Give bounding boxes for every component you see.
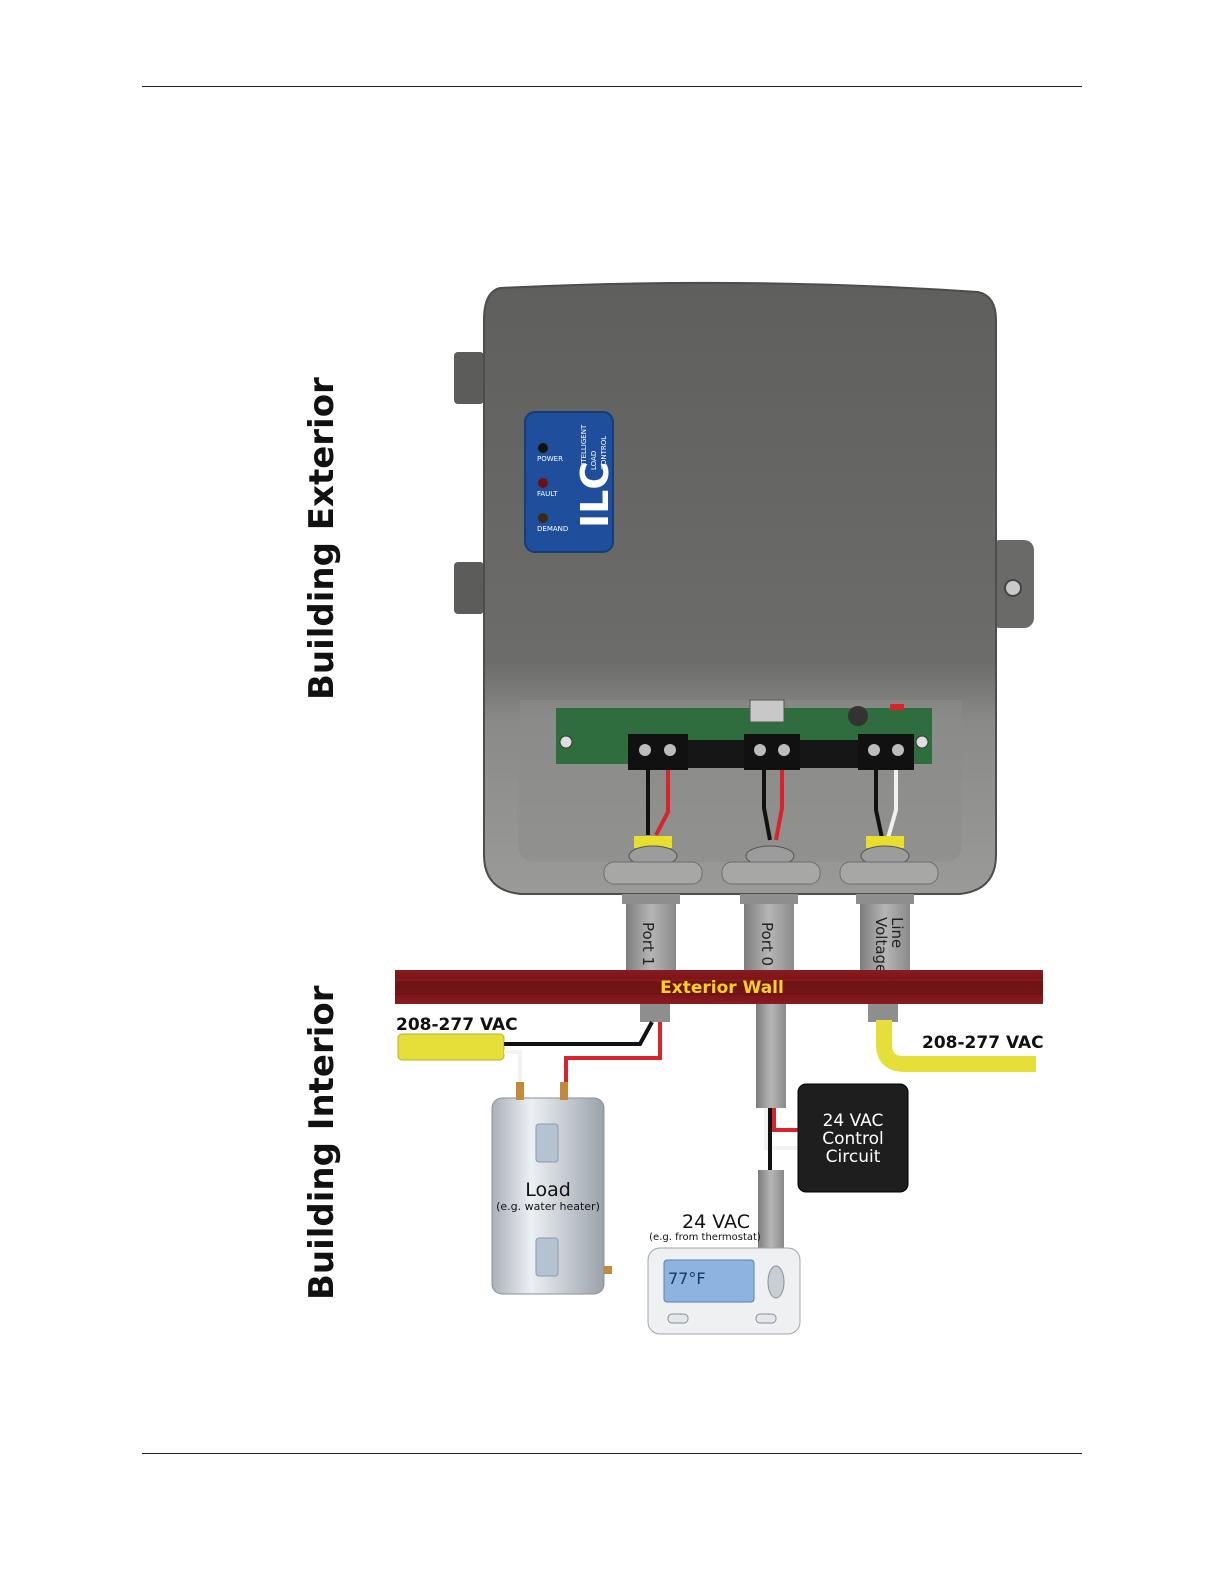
tank-drain-valve-icon — [604, 1266, 612, 1274]
board-screw-left-icon — [560, 736, 572, 748]
load-wire-black — [504, 1022, 652, 1044]
hinge-bottom — [454, 562, 484, 614]
board-connector — [750, 700, 784, 722]
terminal-block-port1 — [628, 734, 688, 770]
supply-label-right: 208-277 VAC — [922, 1033, 1044, 1053]
demand-led-icon — [538, 513, 548, 523]
thermostat-left-button[interactable] — [668, 1314, 688, 1323]
fault-led-icon — [538, 478, 548, 488]
demand-led-label: DEMAND — [537, 525, 568, 533]
port1-label: Port 1 — [639, 922, 657, 966]
power-led-label: POWER — [537, 455, 563, 463]
conduit-thermostat-drop — [758, 1170, 784, 1250]
terminal-bridge-1 — [688, 740, 744, 768]
terminal-bridge-2 — [800, 740, 858, 768]
tank-terminal-left — [516, 1082, 524, 1100]
latch-screw-icon — [1005, 580, 1021, 596]
thermostat-temp-readout: 77°F — [668, 1269, 706, 1288]
fault-led-label: FAULT — [537, 490, 558, 498]
tank-terminal-right — [560, 1082, 568, 1100]
conduit-collar-line — [856, 894, 914, 904]
control-circuit-line2: Control — [822, 1129, 883, 1149]
hinge-top — [454, 352, 484, 404]
terminal-block-line-voltage — [858, 734, 914, 770]
load-subtitle: (e.g. water heater) — [496, 1200, 600, 1213]
control-wire-red — [774, 1108, 800, 1130]
ilc-line1: INTELLIGENT — [580, 424, 588, 470]
thermostat-up-down-button[interactable] — [768, 1266, 784, 1298]
port0-label: Port 0 — [758, 922, 776, 966]
control-circuit-line3: Circuit — [826, 1147, 881, 1167]
conduit-collar-port1 — [622, 894, 680, 904]
line-voltage-label-2: Voltage — [872, 917, 890, 973]
tank-panel-bottom — [536, 1238, 558, 1276]
ilc-logo: ILC — [573, 462, 617, 528]
thermostat-right-button[interactable] — [756, 1314, 776, 1323]
conduit-stub-line — [868, 1004, 898, 1022]
board-screw-right-icon — [916, 736, 928, 748]
ilc-line3: CONTROL — [600, 436, 608, 470]
board-capacitor — [848, 706, 868, 726]
power-led-icon — [538, 443, 548, 453]
tank-panel-top — [536, 1124, 558, 1162]
conduit-collar-port0 — [740, 894, 798, 904]
supply-label-left: 208-277 VAC — [396, 1015, 518, 1035]
building-exterior-label: Building Exterior — [302, 377, 342, 700]
control-circuit-line1: 24 VAC — [823, 1111, 884, 1131]
thermostat-subtitle: (e.g. from thermostat) — [649, 1232, 761, 1243]
supply-cable-left — [398, 1034, 504, 1060]
exterior-wall-label: Exterior Wall — [660, 978, 784, 998]
ilc-line2: LOAD — [590, 451, 598, 470]
thermostat-title: 24 VAC — [682, 1211, 750, 1233]
conduit-port0-interior — [756, 1004, 786, 1108]
board-led — [890, 704, 904, 710]
building-interior-label: Building Interior — [302, 985, 342, 1300]
terminal-block-port0 — [744, 734, 800, 770]
conduit-stub-port1 — [640, 1004, 670, 1022]
load-title: Load — [525, 1179, 571, 1201]
